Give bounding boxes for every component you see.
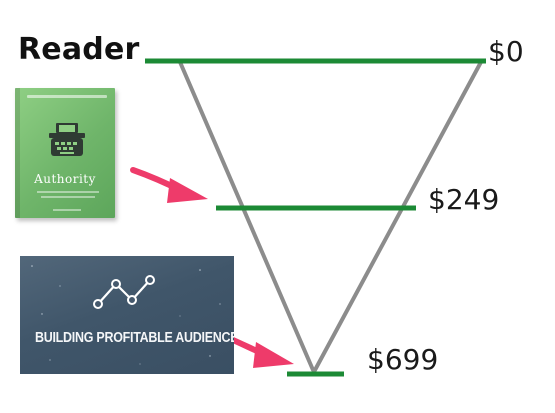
book-subtitle-line	[41, 196, 95, 198]
price-level-0: $0	[488, 35, 524, 68]
starfield-background	[31, 265, 221, 365]
book-author-line	[53, 209, 81, 211]
book-tagline	[27, 95, 107, 98]
reader-label: Reader	[18, 32, 140, 67]
typewriter-icon	[49, 123, 85, 156]
arrow-to-249-icon	[130, 167, 208, 203]
book-spine	[15, 88, 20, 218]
book-subtitle-line	[37, 191, 99, 193]
price-level-699: $699	[367, 343, 439, 376]
book-title: Authority	[34, 172, 96, 186]
authority-book-cover: Authority	[15, 88, 115, 218]
course-title: BUILDING PROFITABLE AUDIENCES	[34, 330, 234, 346]
funnel-right-side	[313, 60, 483, 372]
funnel-left-side	[178, 60, 315, 372]
price-level-249: $249	[428, 183, 500, 216]
course-banner: BUILDING PROFITABLE AUDIENCES	[20, 256, 234, 374]
line-graph-icon	[93, 275, 155, 309]
